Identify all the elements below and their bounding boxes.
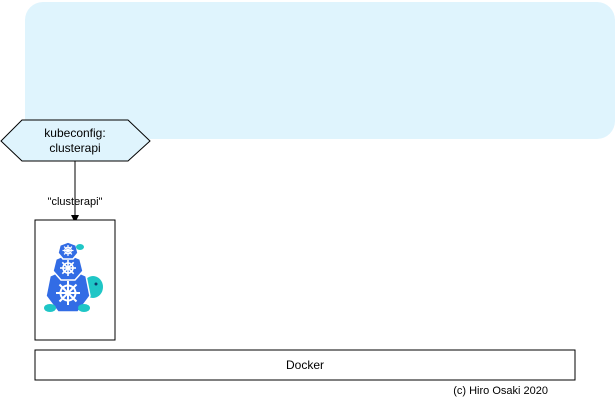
kubeconfig-node[interactable]: kubeconfig: clusterapi [0, 119, 151, 162]
cluster-panel[interactable] [25, 2, 615, 139]
kubeconfig-hexagon[interactable] [0, 119, 151, 162]
copyright-text: (c) Hiro Osaki 2020 [453, 385, 548, 397]
docker-label: Docker [286, 358, 324, 372]
kubeconfig-label-line1: kubeconfig: [44, 126, 105, 140]
kubeconfig-label-line2: clusterapi [49, 141, 100, 155]
connector-label: "clusterapi" [48, 196, 103, 208]
docker-bar[interactable] [34, 349, 576, 381]
stacked-kubernetes-turtle-icon [44, 241, 103, 313]
